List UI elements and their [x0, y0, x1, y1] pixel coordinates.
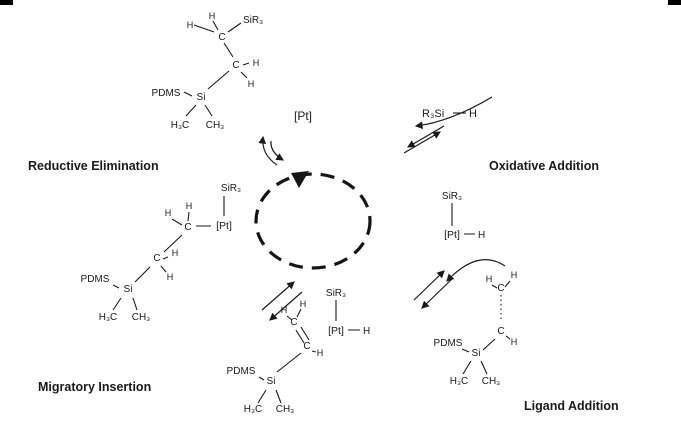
- atom-pt: [Pt]: [444, 229, 460, 241]
- atom-c: C: [218, 32, 225, 43]
- atom-c: C: [497, 326, 504, 337]
- atom-h: H: [172, 248, 179, 258]
- group-h3c: H₃C: [244, 404, 263, 415]
- equilibrium-arrow-icon: [406, 125, 445, 148]
- silane-reagent: R₃Si H: [422, 108, 477, 120]
- stage-label-migratory-insertion: Migratory Insertion: [38, 380, 151, 394]
- catalytic-cycle-ring: [254, 171, 372, 270]
- group-ch3: CH₃: [276, 404, 295, 415]
- atom-h: H: [478, 230, 485, 241]
- atom-h: H: [317, 348, 324, 358]
- equilibrium-arrow-icon: [413, 270, 445, 301]
- atom-pt: [Pt]: [216, 220, 232, 232]
- bonds: [257, 300, 360, 404]
- curved-arrow-icon: [446, 259, 506, 282]
- stage-label-oxidative-addition: Oxidative Addition: [489, 159, 599, 173]
- group-h3c: H₃C: [450, 376, 469, 387]
- bonds: [451, 203, 475, 235]
- atom-h: H: [511, 337, 518, 347]
- bonds: [461, 280, 511, 375]
- silane-group-label: R₃Si: [422, 108, 444, 120]
- reductive-elimination-arrows: [258, 135, 284, 166]
- atom-c: C: [290, 317, 297, 328]
- group-ch3: CH₃: [482, 376, 501, 387]
- group-sir3: SiR₃: [442, 191, 462, 202]
- equilibrium-arrow-icon: [261, 281, 295, 311]
- atom-pt: [Pt]: [328, 325, 344, 337]
- equilibrium-arrow-icon: [258, 135, 278, 166]
- curved-arrow-icon: [414, 96, 493, 130]
- structure-pi-complex: SiR₃ [Pt] H H H C C H Si PDMS H₃C CH₃: [227, 288, 371, 415]
- atom-h: H: [248, 79, 255, 89]
- atom-si: Si: [124, 284, 133, 295]
- atom-c: C: [303, 341, 310, 352]
- equilibrium-arrow-icon: [421, 278, 453, 309]
- atom-h: H: [165, 208, 172, 218]
- atom-si: Si: [197, 92, 206, 103]
- group-h3c: H₃C: [171, 120, 190, 131]
- atom-h: H: [187, 20, 194, 30]
- group-pdms: PDMS: [81, 274, 110, 285]
- atom-c: C: [153, 253, 160, 264]
- group-sir3: SiR₃: [326, 288, 346, 299]
- structure-pt-alkyl: SiR₃ [Pt] C H H C H H Si PDMS H₃C CH₃: [81, 183, 242, 323]
- equilibrium-arrow-icon: [269, 291, 303, 321]
- atom-h: H: [511, 270, 518, 280]
- bonds: [112, 196, 225, 311]
- ligand-addition-arrows: [413, 259, 506, 309]
- atom-h: H: [253, 58, 260, 68]
- stage-label-reductive-elimination: Reductive Elimination: [28, 159, 159, 173]
- corner-mark-left: [0, 0, 13, 5]
- group-ch3: CH₃: [206, 120, 225, 131]
- bonds: [183, 20, 250, 117]
- atom-h: H: [363, 326, 370, 337]
- group-sir3: SiR₃: [221, 183, 241, 194]
- atom-h: H: [281, 305, 288, 315]
- atom-si: Si: [472, 348, 481, 359]
- migratory-insertion-arrows: [261, 281, 303, 321]
- equilibrium-arrow-icon: [270, 140, 284, 161]
- oxidative-addition-arrows: [403, 96, 493, 154]
- atom-h: H: [469, 108, 477, 120]
- group-pdms: PDMS: [152, 88, 181, 99]
- catalyst-label: [Pt]: [294, 109, 312, 123]
- group-sir3: SiR₃: [243, 15, 263, 26]
- group-pdms: PDMS: [434, 338, 463, 349]
- structure-hydrosilylation-product: H H C SiR₃ C H H Si PDMS H₃C CH₃: [152, 11, 264, 131]
- atom-si: Si: [267, 376, 276, 387]
- atom-h: H: [209, 11, 216, 21]
- atom-h: H: [167, 272, 174, 282]
- atom-c: C: [184, 222, 191, 233]
- atom-h: H: [486, 274, 493, 284]
- atom-h: H: [186, 201, 193, 211]
- corner-mark-right: [668, 0, 681, 5]
- stage-label-ligand-addition: Ligand Addition: [524, 399, 619, 413]
- cycle-circle: [254, 172, 372, 270]
- structure-pt-silyl-hydride: SiR₃ [Pt] H: [442, 191, 485, 241]
- structure-vinyl-pdms: H H C C H Si PDMS H₃C CH₃: [434, 270, 518, 387]
- atom-c: C: [497, 283, 504, 294]
- atom-c: C: [232, 60, 239, 71]
- equilibrium-arrow-icon: [403, 131, 442, 154]
- group-h3c: H₃C: [99, 312, 118, 323]
- cycle-direction-arrowhead-icon: [291, 171, 309, 188]
- group-pdms: PDMS: [227, 366, 256, 377]
- group-ch3: CH₃: [132, 312, 151, 323]
- atom-h: H: [300, 299, 307, 309]
